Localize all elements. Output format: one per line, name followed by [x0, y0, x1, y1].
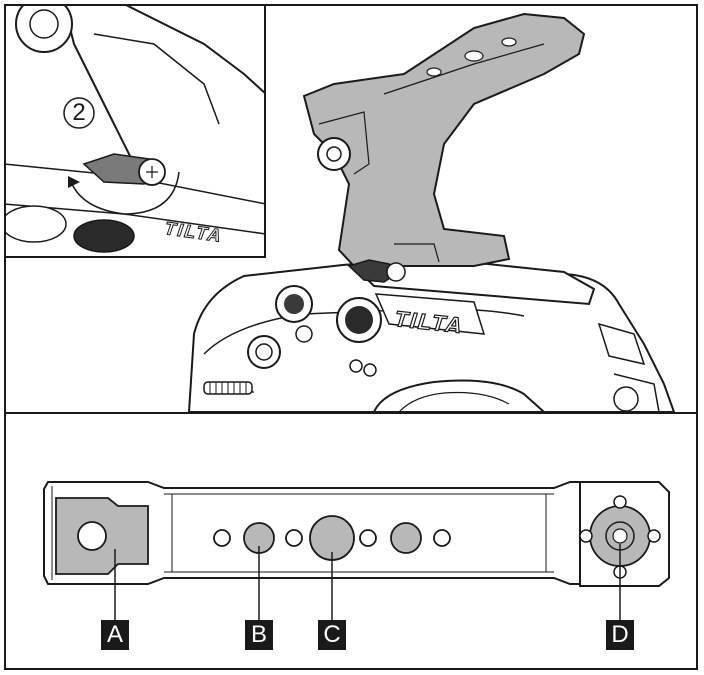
detail-inset: TILTA 2 — [4, 4, 266, 258]
rotation-arrow-head — [68, 176, 80, 188]
part-label-b: B — [245, 620, 273, 650]
part-label-d: D — [606, 620, 634, 650]
outer-frame — [4, 4, 698, 670]
step-number: 2 — [72, 99, 86, 126]
handle-top-view — [43, 481, 670, 620]
part-a-hole — [77, 521, 107, 551]
top-handle — [302, 12, 586, 267]
lever-detail-illustration: TILTA — [4, 4, 264, 253]
part-label-c: C — [318, 620, 346, 650]
camera-handle-illustration: TILTA — [187, 12, 676, 412]
step-circle-icon — [63, 97, 95, 129]
step-marker: 2 — [62, 96, 96, 130]
section-divider — [4, 412, 698, 414]
part-label-a: A — [101, 620, 129, 650]
